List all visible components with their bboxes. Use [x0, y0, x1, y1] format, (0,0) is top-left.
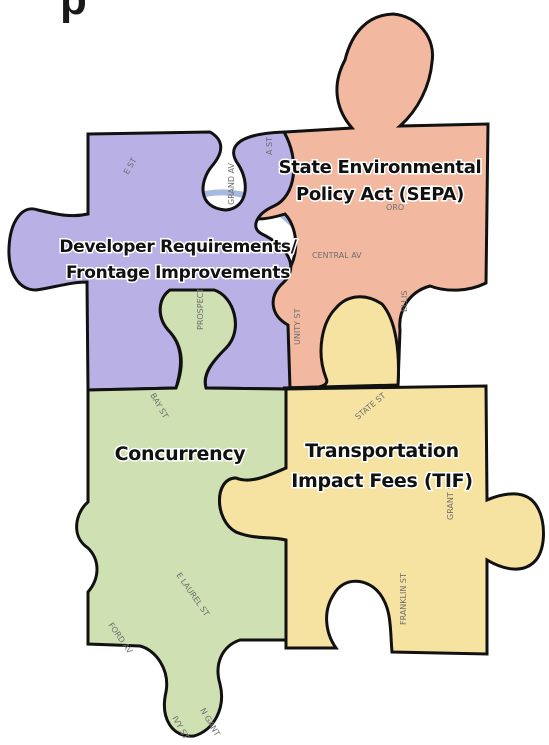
tif-label-line2: Impact Fees (TIF) [291, 470, 472, 492]
title-fragment: p [60, 0, 87, 22]
street-label: UNITY ST [293, 308, 302, 345]
street-label: PROSPECT [196, 288, 205, 330]
street-label: A ST [265, 137, 274, 155]
street-label: ORO [386, 203, 404, 212]
street-label: GRAND AV [227, 162, 236, 205]
tif-label-line1: Transportation [305, 440, 459, 462]
street-label: CENTRAL AV [312, 251, 362, 260]
sepa-label-line2: Policy Act (SEPA) [296, 184, 464, 205]
sepa-label-line1: State Environmental [279, 157, 482, 178]
developer-label-line1: Developer Requirements/ [59, 237, 297, 257]
street-label: ELLIS [400, 291, 409, 312]
street-label: FRANKLIN ST [399, 573, 408, 625]
street-label: GRANT ST [446, 480, 455, 520]
concurrency-label: Concurrency [115, 443, 247, 465]
developer-label-line2: Frontage Improvements [66, 263, 290, 283]
